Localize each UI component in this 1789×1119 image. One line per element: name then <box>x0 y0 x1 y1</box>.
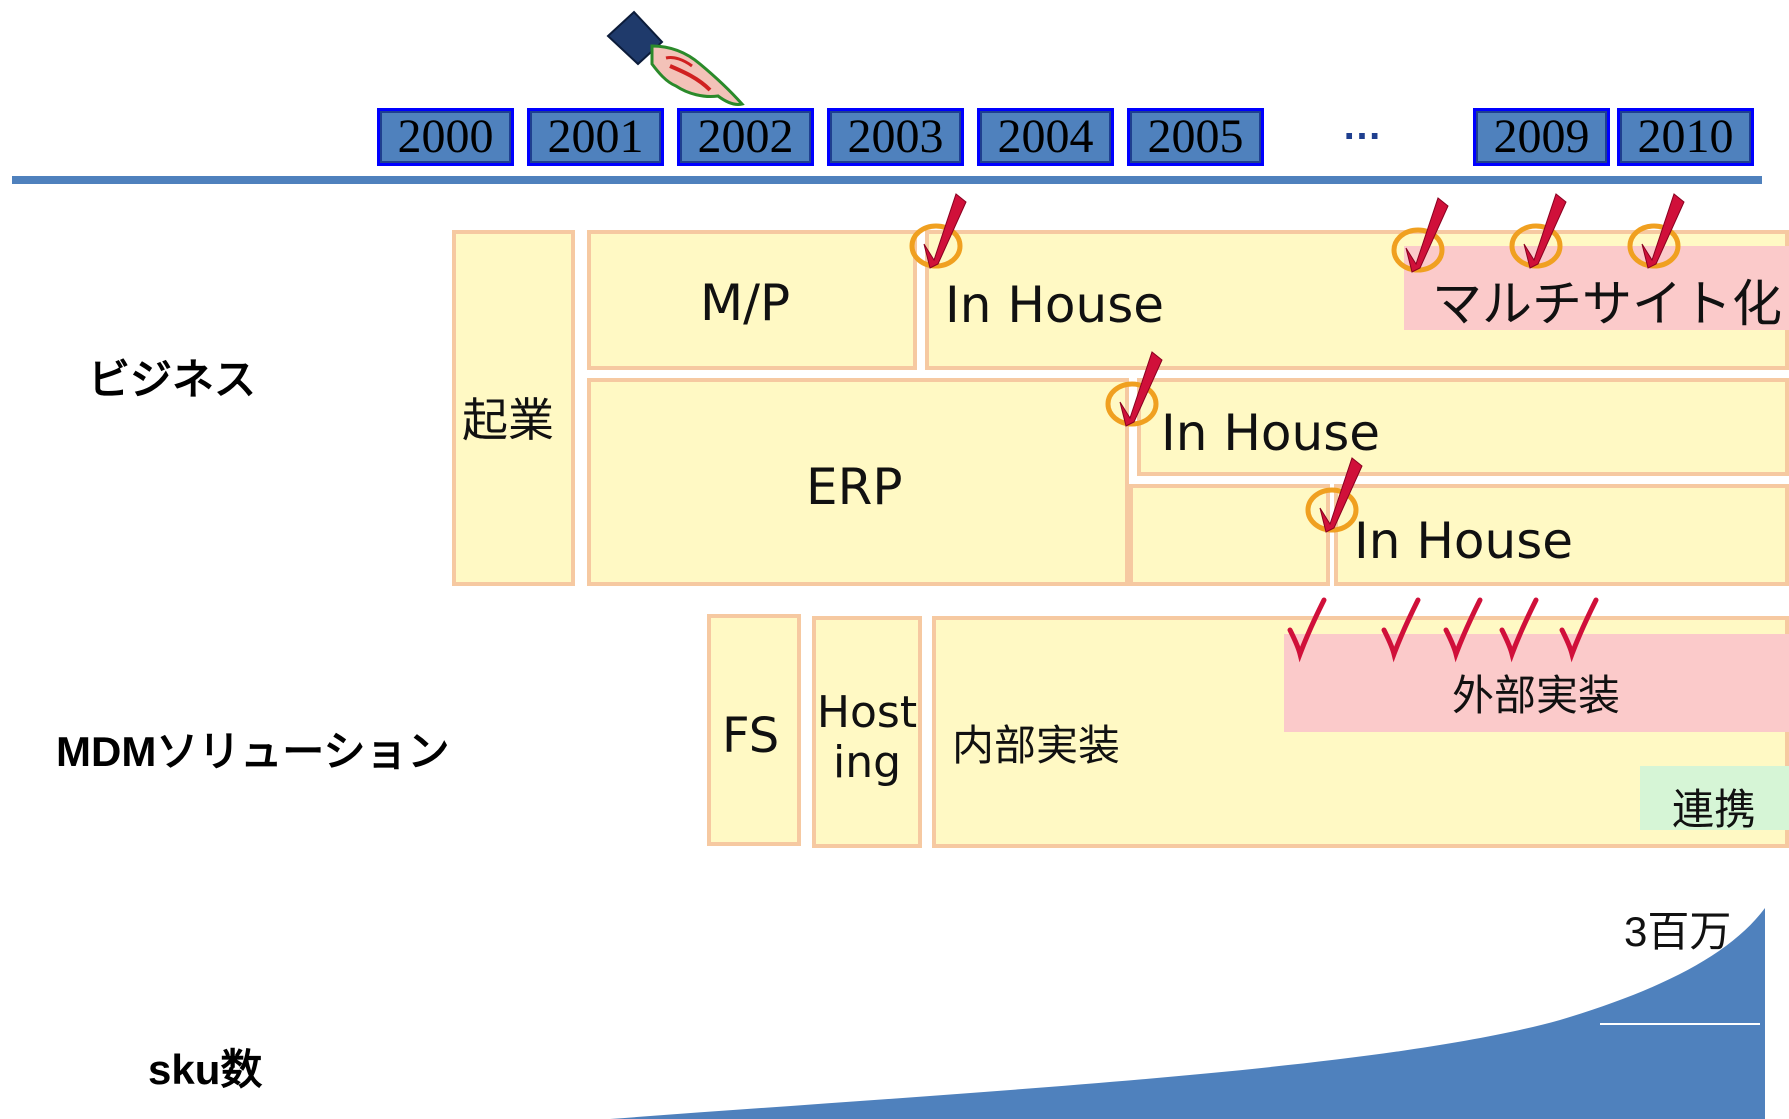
inhouse-box-3 <box>1334 484 1789 586</box>
integration-label: 連携 <box>1672 785 1757 834</box>
row-label-sku: sku数 <box>148 1046 263 1093</box>
mp-label: M/P <box>700 274 791 332</box>
erp-box <box>587 378 1129 586</box>
inhouse-label-3: In House <box>1354 512 1574 570</box>
check-icon <box>1512 194 1566 268</box>
pointing-hand-icon <box>606 10 745 106</box>
erp-label: ERP <box>806 458 903 516</box>
year-2001: 2001 <box>527 108 664 166</box>
check-icon <box>1290 600 1324 654</box>
mp-box <box>587 230 917 370</box>
multisite-highlight <box>1404 246 1789 330</box>
check-icon <box>1562 600 1596 654</box>
year-2000: 2000 <box>377 108 514 166</box>
multisite-label: マルチサイト化 <box>1432 275 1782 333</box>
year-2004: 2004 <box>977 108 1114 166</box>
row-label-business: ビジネス <box>88 356 257 403</box>
external-impl-label: 外部実装 <box>1452 671 1621 720</box>
startup-label: 起業 <box>462 393 554 447</box>
timeline-ellipsis: … <box>1342 104 1382 148</box>
year-2010: 2010 <box>1617 108 1754 166</box>
fs-label: FS <box>722 708 780 764</box>
fs-box <box>707 614 801 846</box>
inhouse-label-1: In House <box>945 276 1165 334</box>
sku-growth-area <box>610 908 1765 1119</box>
year-2009: 2009 <box>1473 108 1610 166</box>
check-icon <box>1394 198 1448 272</box>
year-2003: 2003 <box>827 108 964 166</box>
external-impl-highlight <box>1284 634 1789 732</box>
inhouse-box-2 <box>1137 378 1789 476</box>
year-2005: 2005 <box>1127 108 1264 166</box>
year-2002: 2002 <box>677 108 814 166</box>
inhouse-label-2: In House <box>1161 404 1381 462</box>
check-icon <box>1384 600 1418 654</box>
check-icon <box>1502 600 1536 654</box>
hosting-box <box>812 616 922 848</box>
hosting-label: Host ing <box>816 687 918 788</box>
startup-box <box>452 230 575 586</box>
check-icon <box>1108 352 1162 426</box>
check-icon <box>912 194 966 268</box>
row-label-mdm: MDMソリューション <box>56 728 450 775</box>
check-icon <box>1630 194 1684 268</box>
check-icon <box>1446 600 1480 654</box>
erp-extension-box <box>1129 484 1330 586</box>
internal-impl-label: 内部実装 <box>952 721 1121 770</box>
sku-value-label: 3百万 <box>1624 908 1732 955</box>
check-icon <box>1308 458 1362 532</box>
integration-highlight <box>1640 766 1789 830</box>
timeline-axis <box>12 176 1762 184</box>
